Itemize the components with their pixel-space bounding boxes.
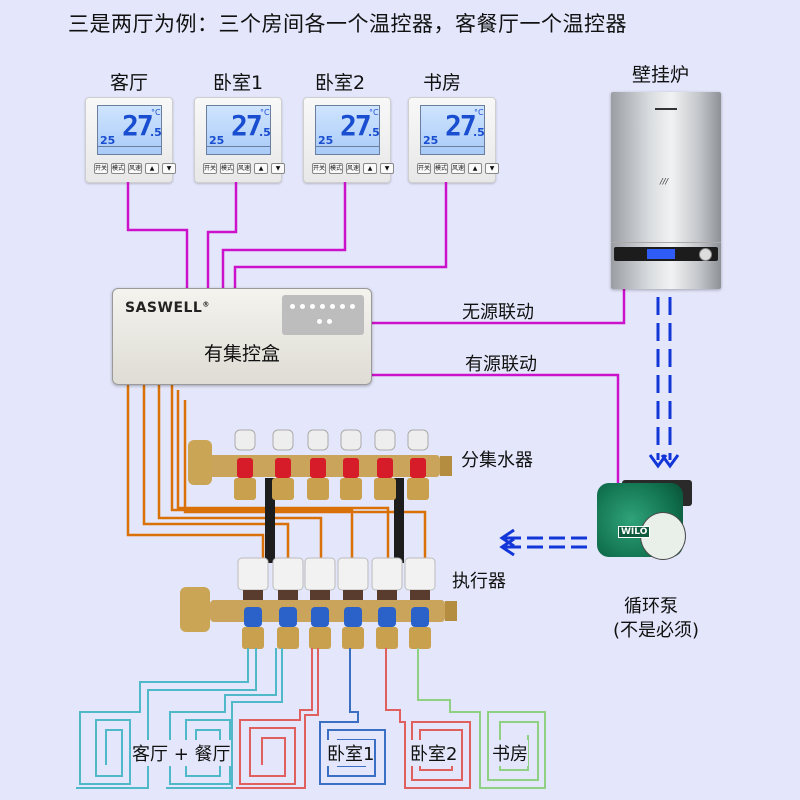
actuator-label: 执行器 xyxy=(452,571,506,592)
thermostat-display: 27 °C .5 25 xyxy=(206,105,271,155)
manifold-label: 分集水器 xyxy=(461,450,533,471)
wall-boiler: /// xyxy=(611,92,721,289)
diagram-title: 三是两厅为例：三个房间各一个温控器，客餐厅一个温控器 xyxy=(68,12,627,36)
down-button[interactable]: ▼ xyxy=(162,163,176,174)
temperature-decimal: .5 xyxy=(473,126,485,139)
flow-arrows xyxy=(499,297,680,557)
loop-bedroom2-a xyxy=(236,648,319,789)
up-button[interactable]: ▲ xyxy=(254,163,268,174)
mode-button[interactable]: 模式 xyxy=(329,163,343,174)
signal-wires xyxy=(126,182,626,490)
pump-brand: WILO xyxy=(618,526,651,538)
thermostat-buttons: 开关 模式 风速 ▲ ▼ xyxy=(417,163,499,174)
thermostat-label-bedroom2: 卧室2 xyxy=(314,72,366,94)
loop-living-dining xyxy=(76,648,283,789)
thermostat-display: 27 °C .5 25 xyxy=(97,105,162,155)
floor-loops xyxy=(76,648,546,789)
zone-label-living-dining: 客厅 + 餐厅 xyxy=(132,740,231,766)
fan-button[interactable]: 风速 xyxy=(237,163,251,174)
zone-label-bedroom2: 卧室2 xyxy=(410,740,458,766)
temperature-unit: °C xyxy=(260,108,270,117)
thermostat-study[interactable]: 27 °C .5 25 开关 模式 风速 ▲ ▼ xyxy=(408,97,499,183)
thermostat-display: 27 °C .5 25 xyxy=(420,105,485,155)
supply-manifold xyxy=(188,429,452,500)
down-button[interactable]: ▼ xyxy=(485,163,499,174)
control-box-brand: SASWELL® xyxy=(125,300,210,316)
control-box: SASWELL® 有集控盒 xyxy=(112,288,372,385)
thermostat-label-study: 书房 xyxy=(422,72,461,94)
loop-bedroom2 xyxy=(385,648,471,789)
mode-button[interactable]: 模式 xyxy=(111,163,125,174)
set-temperature: 25 xyxy=(423,134,439,147)
set-temperature: 25 xyxy=(318,134,334,147)
thermostat-display: 27 °C .5 25 xyxy=(315,105,380,155)
zone-label-study: 书房 xyxy=(492,740,528,766)
fan-button[interactable]: 风速 xyxy=(346,163,360,174)
power-button[interactable]: 开关 xyxy=(203,163,217,174)
set-temperature: 25 xyxy=(209,134,225,147)
fan-button[interactable]: 风速 xyxy=(451,163,465,174)
wire-passive-link xyxy=(370,289,626,325)
pump-note: (不是必须) xyxy=(613,620,700,641)
boiler-knob[interactable] xyxy=(699,248,712,261)
supply-valves xyxy=(234,429,429,500)
temperature-reading: 27 xyxy=(122,109,154,142)
thermostat-bedroom2[interactable]: 27 °C .5 25 开关 模式 风速 ▲ ▼ xyxy=(303,97,394,183)
control-box-led-panel xyxy=(282,295,364,335)
temperature-unit: °C xyxy=(151,108,161,117)
wire-bedroom1 xyxy=(206,182,238,288)
power-button[interactable]: 开关 xyxy=(94,163,108,174)
control-box-name: 有集控盒 xyxy=(203,343,280,365)
boiler-logo xyxy=(655,108,677,110)
fan-button[interactable]: 风速 xyxy=(128,163,142,174)
bracket-right xyxy=(394,478,404,563)
active-link-label: 有源联动 xyxy=(465,354,537,375)
pump-label: 循环泵 xyxy=(624,596,678,617)
boiler-label: 壁挂炉 xyxy=(632,64,690,86)
wire-active-link xyxy=(370,373,620,490)
temperature-reading: 27 xyxy=(340,109,372,142)
up-button[interactable]: ▲ xyxy=(468,163,482,174)
bracket-left xyxy=(265,478,275,563)
wire-bedroom2 xyxy=(221,182,347,288)
thermostat-bedroom1[interactable]: 27 °C .5 25 开关 模式 风速 ▲ ▼ xyxy=(194,97,285,183)
mode-button[interactable]: 模式 xyxy=(434,163,448,174)
temperature-unit: °C xyxy=(369,108,379,117)
up-button[interactable]: ▲ xyxy=(363,163,377,174)
thermostat-buttons: 开关 模式 风速 ▲ ▼ xyxy=(203,163,285,174)
power-button[interactable]: 开关 xyxy=(417,163,431,174)
temperature-reading: 27 xyxy=(231,109,263,142)
up-button[interactable]: ▲ xyxy=(145,163,159,174)
temperature-decimal: .5 xyxy=(368,126,380,139)
boiler-control-panel[interactable] xyxy=(614,247,718,261)
thermostat-label-bedroom1: 卧室1 xyxy=(212,72,264,94)
temperature-reading: 27 xyxy=(445,109,477,142)
thermostat-label-living: 客厅 xyxy=(109,72,148,94)
boiler-display xyxy=(647,249,675,259)
wire-living xyxy=(126,182,189,288)
actuators xyxy=(237,557,436,649)
wire-study xyxy=(233,182,448,288)
down-button[interactable]: ▼ xyxy=(380,163,394,174)
thermostat-buttons: 开关 模式 风速 ▲ ▼ xyxy=(94,163,176,174)
mode-button[interactable]: 模式 xyxy=(220,163,234,174)
temperature-decimal: .5 xyxy=(259,126,271,139)
set-temperature: 25 xyxy=(100,134,116,147)
actuator-wires xyxy=(126,383,427,560)
temperature-decimal: .5 xyxy=(150,126,162,139)
passive-link-label: 无源联动 xyxy=(462,302,534,323)
temperature-unit: °C xyxy=(474,108,484,117)
thermostat-buttons: 开关 模式 风速 ▲ ▼ xyxy=(312,163,394,174)
return-manifold xyxy=(180,557,457,649)
loop-study xyxy=(417,648,546,789)
zone-label-bedroom1: 卧室1 xyxy=(327,740,375,766)
down-button[interactable]: ▼ xyxy=(271,163,285,174)
boiler-vent-icon: /// xyxy=(660,177,669,186)
power-button[interactable]: 开关 xyxy=(312,163,326,174)
